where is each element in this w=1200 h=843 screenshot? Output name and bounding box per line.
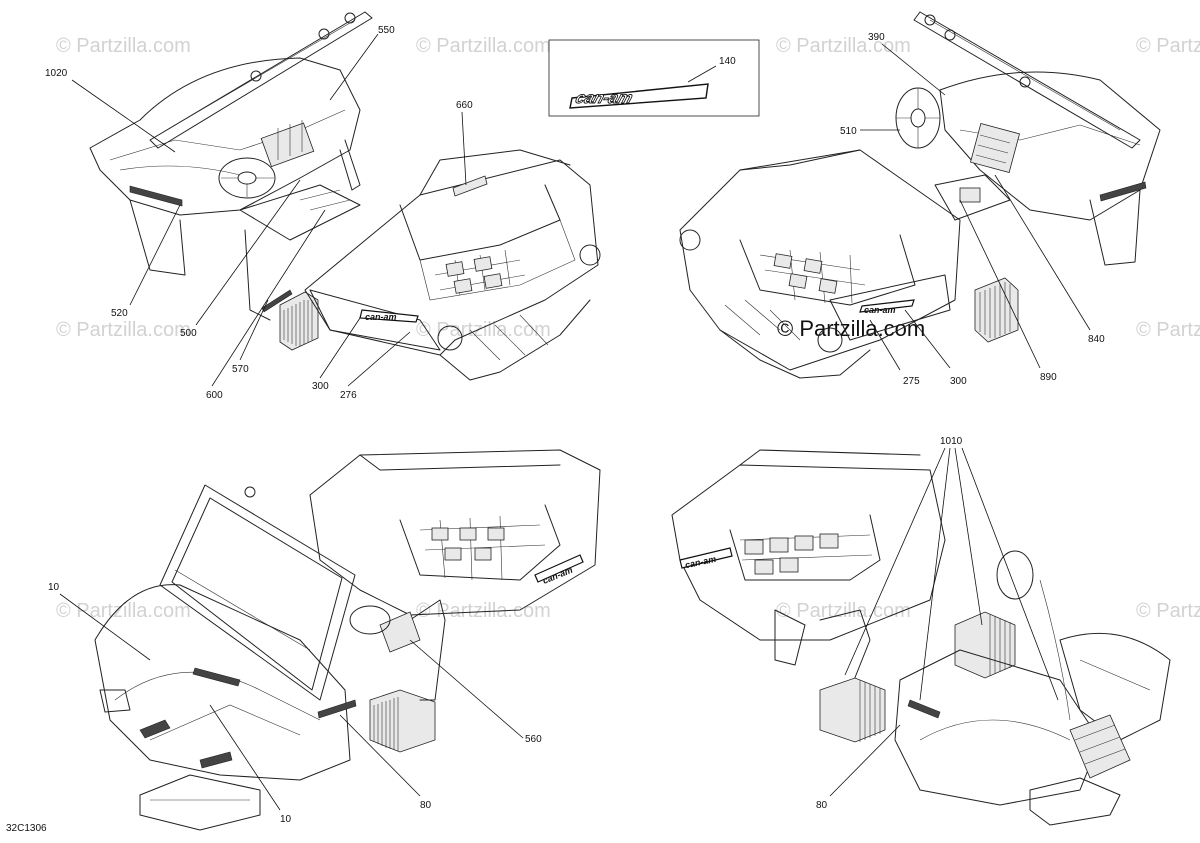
callout-275: 275 (903, 376, 920, 387)
callout-570: 570 (232, 364, 249, 375)
callout-140: 140 (719, 56, 736, 67)
watermark: © Partzilla.com (56, 319, 191, 341)
watermark: © Partzilla.com (1136, 35, 1200, 57)
view-top-right: can-am 390 510 840 890 300 275 (679, 11, 1161, 387)
callout-80-right: 80 (816, 800, 828, 811)
watermark: © Partzilla.com (416, 319, 551, 341)
callout-80-left: 80 (420, 800, 432, 811)
callout-560: 560 (525, 734, 542, 745)
logo-brand-text: can-am (573, 89, 635, 107)
side-logo-text-right: can-am (864, 305, 896, 315)
watermark: © Partzilla.com (776, 600, 911, 622)
view-bottom-right: can-am 1010 80 (671, 436, 1171, 826)
callout-660: 660 (456, 100, 473, 111)
side-logo-text-br: can-am (684, 554, 717, 570)
callout-520: 520 (111, 308, 128, 319)
watermark: © Partzilla.com (416, 600, 551, 622)
watermark: © Partzilla.com (776, 35, 911, 57)
watermark: © Partzilla.com (1136, 600, 1200, 622)
callout-890: 890 (1040, 372, 1057, 383)
logo-decal-box: can-am 140 (548, 39, 760, 117)
callout-300-right: 300 (950, 376, 967, 387)
callout-300-left: 300 (312, 381, 329, 392)
view-bottom-left: can-am 10 10 560 80 (48, 449, 601, 831)
diagram-code: 32C1306 (6, 823, 47, 834)
watermark: © Partzilla.com (56, 35, 191, 57)
callout-10-a: 10 (48, 582, 60, 593)
watermark-grid: © Partzilla.com © Partzilla.com © Partzi… (56, 35, 1200, 622)
watermark-center: © Partzilla.com (777, 316, 925, 341)
callout-550: 550 (378, 25, 395, 36)
view-top-left: can-am 1020 550 660 520 500 570 600 300 … (45, 11, 601, 401)
callout-1010: 1010 (940, 436, 963, 447)
watermark: © Partzilla.com (416, 35, 551, 57)
callout-600: 600 (206, 390, 223, 401)
callout-10-b: 10 (280, 814, 292, 825)
watermark: © Partzilla.com (1136, 319, 1200, 341)
callout-1020: 1020 (45, 68, 68, 79)
watermark: © Partzilla.com (56, 600, 191, 622)
side-logo-text: can-am (365, 312, 397, 322)
callout-500: 500 (180, 328, 197, 339)
callout-840: 840 (1088, 334, 1105, 345)
can-am-logo: can-am (569, 83, 709, 109)
callout-390: 390 (868, 32, 885, 43)
callout-510: 510 (840, 126, 857, 137)
callout-276: 276 (340, 390, 357, 401)
